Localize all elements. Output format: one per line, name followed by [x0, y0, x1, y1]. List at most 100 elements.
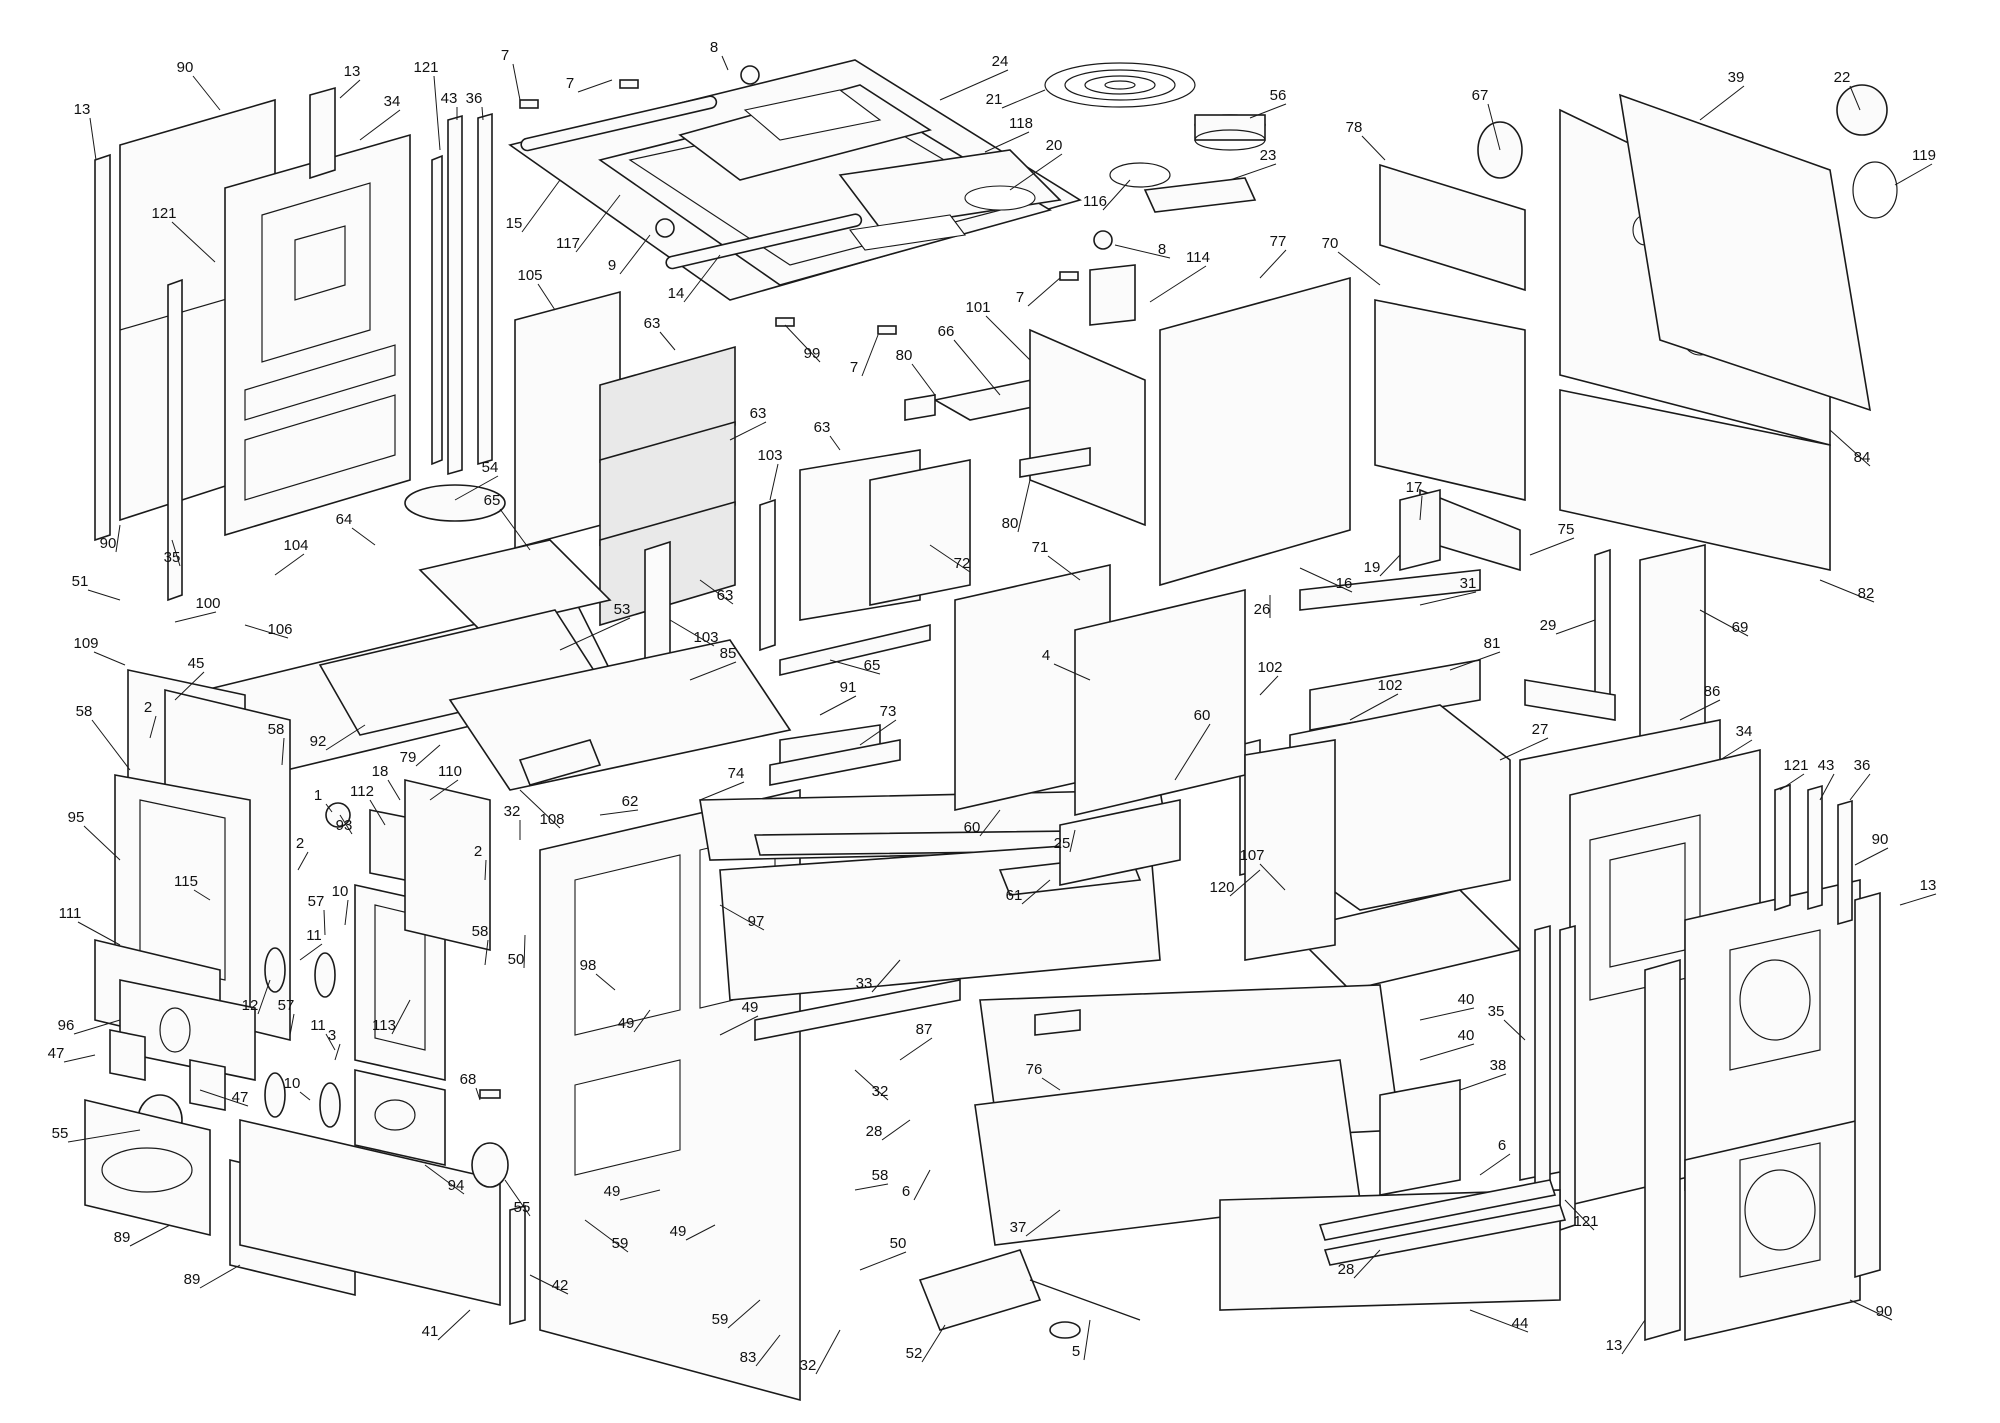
callout-leader-line	[1259, 675, 1279, 696]
callout-leader-line	[433, 75, 441, 151]
callout-103: 103	[757, 447, 783, 501]
callout-leader-line	[881, 1119, 911, 1141]
callout-number: 8	[1158, 241, 1166, 258]
callout-leader-line	[599, 809, 639, 816]
callout-number: 29	[1540, 617, 1557, 634]
callout-50: 50	[859, 1235, 907, 1271]
callout-13: 13	[74, 101, 97, 161]
callout-number: 27	[1532, 721, 1549, 738]
callout-leader-line	[299, 943, 323, 961]
callout-19: 19	[1364, 554, 1401, 577]
callout-leader-line	[1487, 103, 1501, 151]
callout-leader-line	[819, 695, 857, 716]
callout-number: 60	[1194, 707, 1211, 724]
callout-number: 114	[1186, 249, 1210, 266]
callout-leader-line	[659, 331, 676, 351]
callout-leader-line	[91, 719, 131, 771]
callout-2: 2	[144, 699, 157, 739]
cover-81	[1309, 659, 1481, 731]
callout-number: 84	[1854, 449, 1871, 466]
callout-number: 36	[1854, 757, 1871, 774]
callout-number: 52	[906, 1345, 923, 1362]
callout-34: 34	[1719, 723, 1753, 761]
callout-leader-line	[499, 508, 531, 551]
callout-9: 9	[608, 234, 651, 275]
callout-106: 106	[244, 621, 293, 639]
callout-number: 95	[68, 809, 85, 826]
callout-102: 102	[1257, 659, 1283, 696]
callout-leader-line	[325, 724, 366, 751]
panel-4	[1074, 588, 1246, 817]
callout-leader-line	[1361, 135, 1386, 161]
callout-leader-line	[63, 1054, 96, 1063]
callout-number: 49	[618, 1015, 635, 1032]
bracket-80b	[1019, 447, 1091, 478]
callout-number: 8	[710, 39, 718, 56]
callout-73: 73	[859, 703, 896, 746]
callout-leader-line	[1529, 537, 1575, 556]
callout-number: 103	[757, 447, 782, 464]
callout-leader-line	[1419, 495, 1423, 521]
callout-leader-line	[1854, 847, 1889, 866]
callout-number: 50	[890, 1235, 907, 1252]
callout-leader-line	[859, 1251, 907, 1271]
callout-leader-line	[475, 1087, 481, 1101]
callout-63: 63	[644, 315, 676, 351]
callout-number: 77	[1270, 233, 1287, 250]
callout-leader-line	[1719, 739, 1753, 761]
callout-68: 68	[460, 1071, 481, 1101]
callout-number: 36	[466, 90, 483, 107]
callout-43: 43	[1818, 757, 1835, 801]
callout-90: 90	[1849, 1299, 1892, 1321]
callout-leader-line	[391, 999, 411, 1035]
callout-57: 57	[308, 893, 326, 936]
callout-leader-line	[171, 539, 181, 567]
callout-number: 101	[965, 299, 990, 316]
callout-16: 16	[1299, 567, 1352, 593]
callout-leader-line	[1699, 609, 1749, 637]
callout-28: 28	[866, 1119, 911, 1141]
callout-leader-line	[913, 1169, 931, 1201]
callout-20: 20	[1009, 137, 1063, 191]
callout-69: 69	[1699, 609, 1749, 637]
callout-leader-line	[1419, 1007, 1475, 1021]
callout-number: 121	[151, 205, 176, 222]
left-rear-post-13	[309, 86, 336, 180]
callout-number: 70	[1322, 235, 1339, 252]
callout-107: 107	[1239, 847, 1286, 891]
callout-leader-line	[1009, 153, 1063, 191]
callout-number: 65	[484, 492, 501, 509]
callout-number: 58	[472, 923, 489, 940]
callout-leader-line	[1027, 277, 1061, 307]
hinge-7b	[619, 79, 639, 89]
callout-leader-line	[437, 1309, 471, 1341]
panel-18	[404, 778, 491, 952]
callout-number: 5	[1072, 1343, 1080, 1360]
clip-99	[775, 317, 795, 327]
callout-number: 105	[517, 267, 542, 284]
callout-36: 36	[466, 90, 484, 121]
front-post-13	[1644, 958, 1681, 1342]
callout-121: 121	[1779, 757, 1809, 791]
callout-121: 121	[151, 205, 216, 263]
callout-number: 47	[232, 1089, 249, 1106]
callout-number: 66	[938, 323, 955, 340]
callout-leader-line	[297, 851, 309, 871]
callout-leader-line	[1229, 869, 1261, 897]
left-strip-43	[447, 114, 463, 476]
callout-number: 34	[1736, 723, 1753, 740]
callout-leader-line	[633, 1009, 651, 1033]
gasket-116	[1109, 162, 1171, 188]
callout-97: 97	[719, 904, 764, 931]
callout-117: 117	[556, 194, 621, 253]
callout-leader-line	[1419, 591, 1477, 606]
callout-61: 61	[1006, 879, 1051, 905]
knob-8	[740, 65, 760, 85]
callout-92: 92	[310, 724, 366, 751]
bracket-17	[1399, 488, 1441, 572]
callout-39: 39	[1699, 69, 1744, 121]
handle-10b	[319, 1082, 341, 1128]
callout-leader-line	[359, 109, 401, 141]
callout-number: 7	[850, 359, 858, 376]
callout-47: 47	[199, 1089, 249, 1107]
